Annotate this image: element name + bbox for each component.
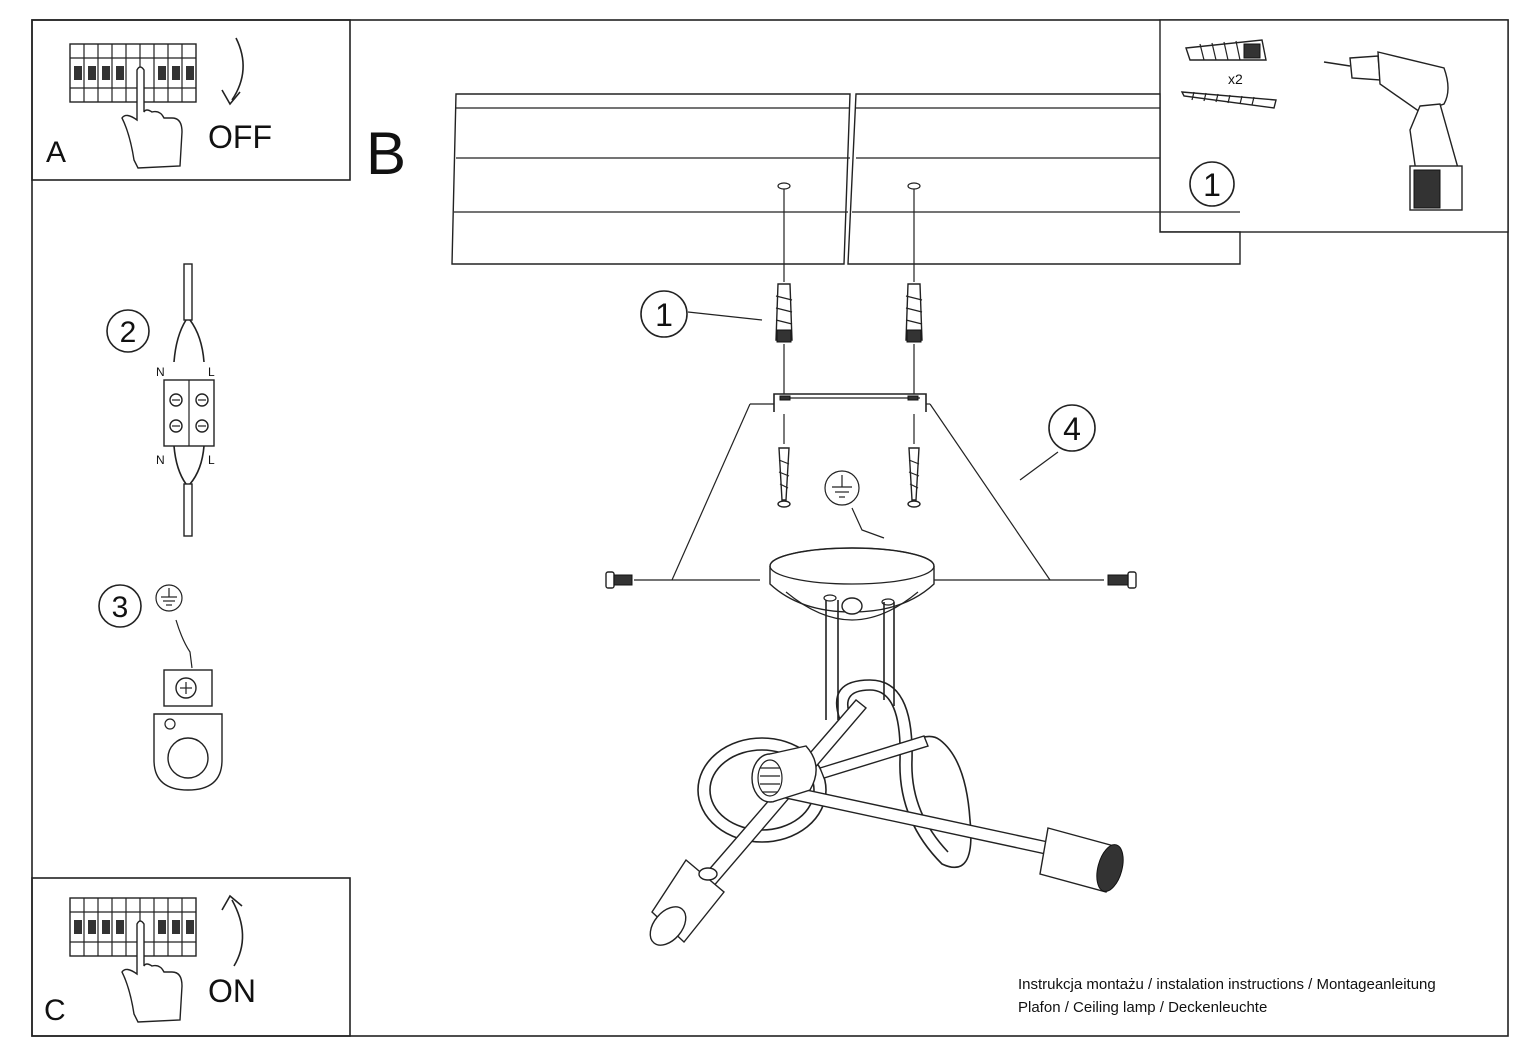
side-screw-right <box>932 571 1137 589</box>
side-screw-left <box>605 571 760 589</box>
lamp-canopy <box>769 547 935 621</box>
wire-label-n-top: N <box>156 365 165 379</box>
ground-step: 3 <box>98 584 223 791</box>
panel-a-switch-label: OFF <box>208 119 272 155</box>
hand-icon <box>121 920 183 1023</box>
wall-plug-left <box>775 283 793 343</box>
screw-right <box>907 447 921 508</box>
wire-label-l-bottom: L <box>208 453 215 467</box>
panel-b-letter: B <box>366 120 406 187</box>
wire-label-n-bottom: N <box>156 453 165 467</box>
ground-symbol-icon <box>155 584 183 612</box>
turn-on-arrow-icon <box>231 899 244 967</box>
tools-inset: x2 1 <box>1159 19 1509 233</box>
wiring-step: 2 N L N L <box>106 263 215 537</box>
panel-a: OFF A <box>31 19 351 181</box>
lamp-socket-center <box>751 745 817 803</box>
hand-icon <box>121 66 183 169</box>
lamp-socket-right <box>1039 827 1124 893</box>
lamp-arms <box>697 600 1049 889</box>
lamp-socket-left <box>649 858 725 946</box>
hardware-quantity: x2 <box>1228 71 1243 87</box>
breaker-panel-icon <box>69 43 197 103</box>
footer-subtitle: Plafon / Ceiling lamp / Deckenleuchte <box>1018 999 1268 1016</box>
wire-label-l-top: L <box>208 365 215 379</box>
drill-icon <box>1323 51 1463 211</box>
terminal-block-icon <box>163 379 215 447</box>
wall-plug-icon <box>1185 39 1267 61</box>
turn-off-arrow-icon <box>231 37 244 101</box>
panel-a-letter: A <box>46 136 66 169</box>
anchor-step-number: 1 <box>655 297 673 333</box>
ceiling-slab <box>451 93 1241 282</box>
footer-title: Instrukcja montażu / instalation instruc… <box>1018 976 1436 993</box>
breaker-panel-icon <box>69 897 197 957</box>
panel-c: ON C <box>31 877 351 1037</box>
tools-step-number: 1 <box>1203 167 1221 203</box>
screw-left <box>777 447 791 508</box>
panel-c-switch-label: ON <box>208 973 256 1009</box>
wall-plug-right <box>905 283 923 343</box>
canopy-step-number: 4 <box>1063 411 1081 447</box>
mounting-bracket <box>773 393 927 412</box>
ground-step-number: 3 <box>112 591 129 624</box>
outer-frame <box>31 19 1509 1037</box>
ground-symbol-icon <box>824 470 860 506</box>
screw-icon <box>1180 91 1277 109</box>
ground-terminal-icon <box>153 669 223 791</box>
panel-c-letter: C <box>44 994 66 1027</box>
wiring-step-number: 2 <box>120 316 137 349</box>
